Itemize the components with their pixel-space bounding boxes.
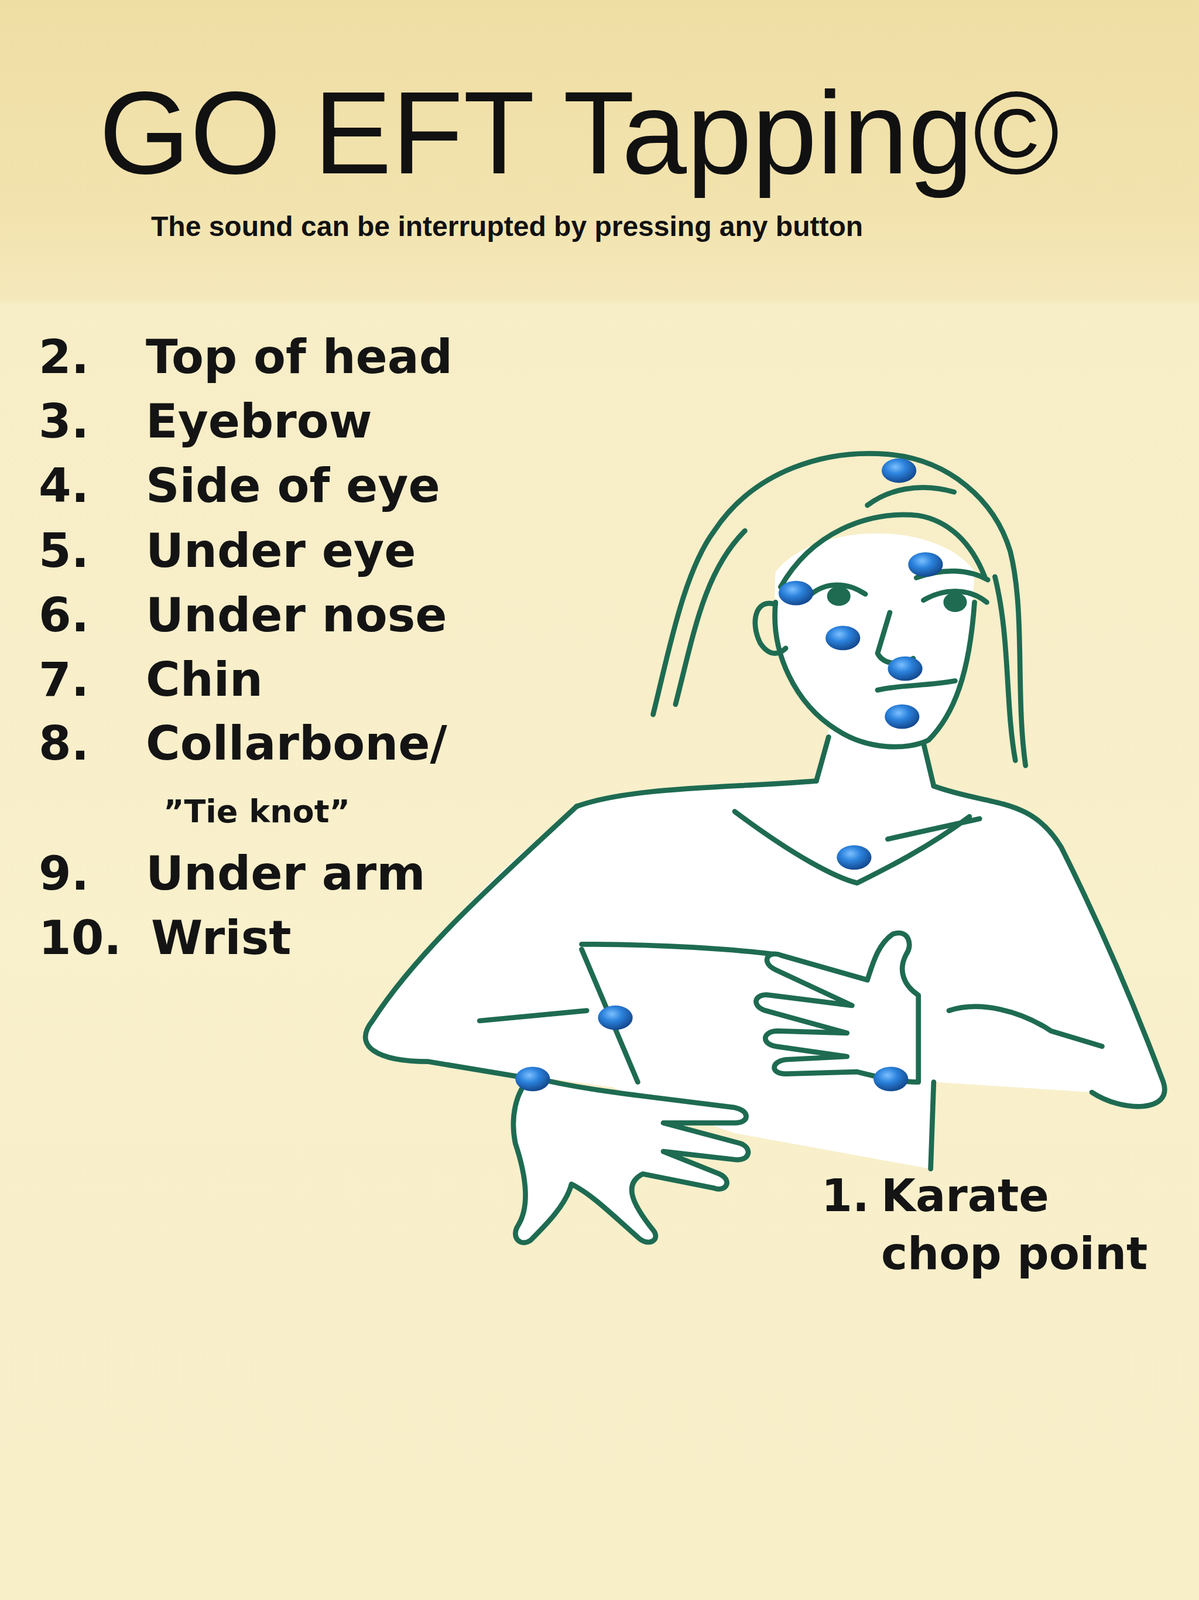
neck: [816, 736, 829, 781]
subtitle-note: The sound can be interrupted by pressing…: [151, 212, 863, 241]
tap-dot: [836, 844, 872, 870]
point-note: ”Tie knot”: [163, 795, 351, 828]
point-number: 2.: [38, 333, 89, 381]
torso-line: [930, 1081, 934, 1169]
point-number: 1.: [821, 1166, 870, 1225]
tap-dot: [887, 656, 923, 681]
neckline: [734, 811, 970, 883]
point-name: Chin: [145, 656, 263, 704]
point-name: Eyebrow: [145, 398, 373, 445]
tap-dot: [825, 625, 861, 650]
left-arm: [365, 806, 577, 1077]
face-fill: [775, 533, 975, 747]
tap-dot: [597, 1005, 633, 1030]
pupil: [946, 594, 965, 609]
breast-curve: [949, 1006, 1102, 1047]
hair-fringe: [780, 514, 985, 587]
page-title: GO EFT Tapping©: [98, 74, 1060, 192]
point-name: Side of eye: [145, 462, 441, 510]
ear: [755, 603, 786, 653]
hair-strand: [675, 530, 746, 704]
forearm-line: [479, 1010, 587, 1021]
point-number: 10.: [38, 914, 122, 962]
point-number: 8.: [38, 720, 89, 767]
point-name: Top of head: [145, 333, 453, 381]
upper-hand: [755, 932, 918, 1082]
underarm-line: [581, 949, 639, 1082]
point-number: 9.: [38, 850, 89, 897]
figure-group: [365, 453, 1165, 1242]
point-number: 5.: [38, 527, 89, 575]
pupil: [829, 588, 848, 604]
tap-dot: [515, 1066, 550, 1091]
point-name: Under eye: [145, 527, 416, 575]
tap-dot: [908, 552, 943, 577]
point-name: Under arm: [145, 850, 426, 897]
nose: [877, 612, 914, 664]
neckline: [887, 818, 980, 839]
shoulder: [933, 785, 1165, 1106]
mouth: [877, 680, 955, 691]
lower-hand: [513, 1076, 749, 1243]
point-number: 7.: [38, 656, 89, 704]
neck: [923, 742, 934, 786]
tap-dot: [873, 1066, 909, 1091]
point-number: 6.: [38, 591, 89, 639]
point-number: 4.: [38, 462, 89, 510]
hair-strand: [867, 487, 955, 505]
arm-line: [581, 943, 776, 954]
point-name: Under nose: [145, 591, 448, 639]
tap-dot: [884, 704, 920, 729]
tap-dot: [881, 458, 917, 483]
tapping-points: [515, 458, 943, 1092]
hair-outline: [653, 453, 1026, 766]
point-name: Wrist: [151, 914, 292, 962]
point-name: Karate chop point: [881, 1166, 1163, 1283]
point-name: Collarbone/: [145, 720, 448, 767]
face-outline: [775, 601, 975, 747]
tap-dot: [778, 580, 814, 606]
shoulder: [576, 780, 817, 807]
body-fill: [365, 780, 1165, 1168]
point-number: 3.: [38, 398, 89, 445]
hair-strand: [994, 576, 1016, 761]
